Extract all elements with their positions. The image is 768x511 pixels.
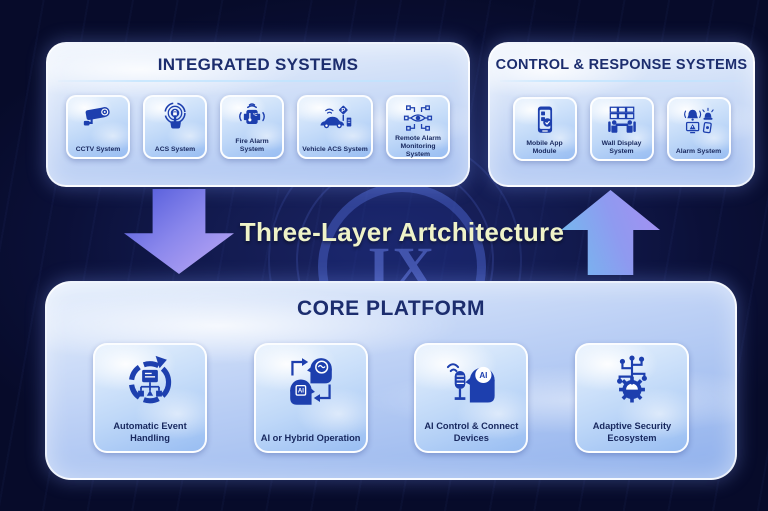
alarm-icon: [679, 103, 719, 137]
card-label: ACS System: [154, 145, 196, 153]
card-fire-alarm-system: °C Fire Alarm System: [220, 95, 284, 159]
title-underline: [500, 80, 743, 82]
card-label: Vehicle ACS System: [302, 145, 368, 153]
integrated-systems-cards: CCTV System ACS: [62, 95, 454, 159]
control-response-systems-panel: CONTROL & RESPONSE SYSTEMS Mobile App Mo…: [488, 42, 755, 187]
touch-access-icon: [155, 101, 195, 135]
control-response-cards: Mobile App Module: [502, 97, 741, 161]
remote-monitoring-icon: [398, 101, 438, 135]
card-mobile-app-module: Mobile App Module: [512, 97, 577, 161]
control-response-systems-title: CONTROL & RESPONSE SYSTEMS: [495, 57, 748, 73]
down-arrow: [124, 189, 234, 274]
card-label: Alarm System: [675, 147, 722, 155]
card-acs-system: ACS System: [143, 95, 207, 159]
fire-alarm-icon: °C: [232, 101, 272, 135]
card-label: Adaptive Security Ecosystem: [592, 420, 672, 443]
card-alarm-system: Alarm System: [666, 97, 731, 161]
card-label: AI or Hybrid Operation: [260, 432, 361, 443]
adaptive-security-icon: [603, 353, 661, 407]
integrated-systems-panel: INTEGRATED SYSTEMS CCTV: [46, 42, 470, 187]
svg-text:°C: °C: [253, 112, 258, 117]
automatic-event-icon: [121, 353, 179, 407]
card-label: CCTV System: [75, 145, 121, 153]
up-arrow: [561, 190, 660, 275]
card-label: AI Control & Connect Devices: [424, 420, 519, 443]
core-platform-title: CORE PLATFORM: [296, 297, 486, 320]
svg-text:AI: AI: [480, 371, 488, 380]
card-automatic-event-handling: Automatic Event Handling: [93, 343, 207, 453]
card-adaptive-security-ecosystem: Adaptive Security Ecosystem: [574, 343, 689, 453]
title-underline: [58, 80, 458, 82]
card-vehicle-acs-system: P Vehicle ACS System: [297, 95, 373, 159]
ai-hybrid-icon: AI: [282, 353, 340, 407]
vehicle-access-icon: P: [315, 101, 355, 135]
card-label: Automatic Event Handling: [113, 420, 187, 443]
card-label: Wall Display System: [601, 139, 642, 155]
main-title: Three-Layer Artchitecture: [239, 217, 565, 247]
card-remote-alarm-monitoring-system: Remote Alarm Monitoring System: [386, 95, 450, 159]
integrated-systems-title: INTEGRATED SYSTEMS: [157, 55, 359, 74]
card-cctv-system: CCTV System: [66, 95, 130, 159]
ai-control-icon: AI: [442, 353, 500, 407]
cctv-camera-icon: [78, 101, 118, 135]
mobile-app-icon: [525, 103, 565, 137]
wall-display-icon: [602, 103, 642, 137]
card-label: Remote Alarm Monitoring System: [395, 135, 441, 159]
svg-text:AI: AI: [298, 389, 304, 395]
card-label: Mobile App Module: [526, 139, 563, 155]
card-label: Fire Alarm System: [235, 137, 269, 153]
core-platform-cards: Automatic Event Handling: [93, 343, 689, 453]
card-wall-display-system: Wall Display System: [589, 97, 654, 161]
core-platform-panel: CORE PLATFORM: [45, 281, 737, 480]
svg-text:P: P: [341, 108, 345, 114]
card-ai-or-hybrid-operation: AI AI or Hybrid Operation: [253, 343, 368, 453]
card-ai-control-connect-devices: AI AI Control & Connect Devices: [414, 343, 529, 453]
